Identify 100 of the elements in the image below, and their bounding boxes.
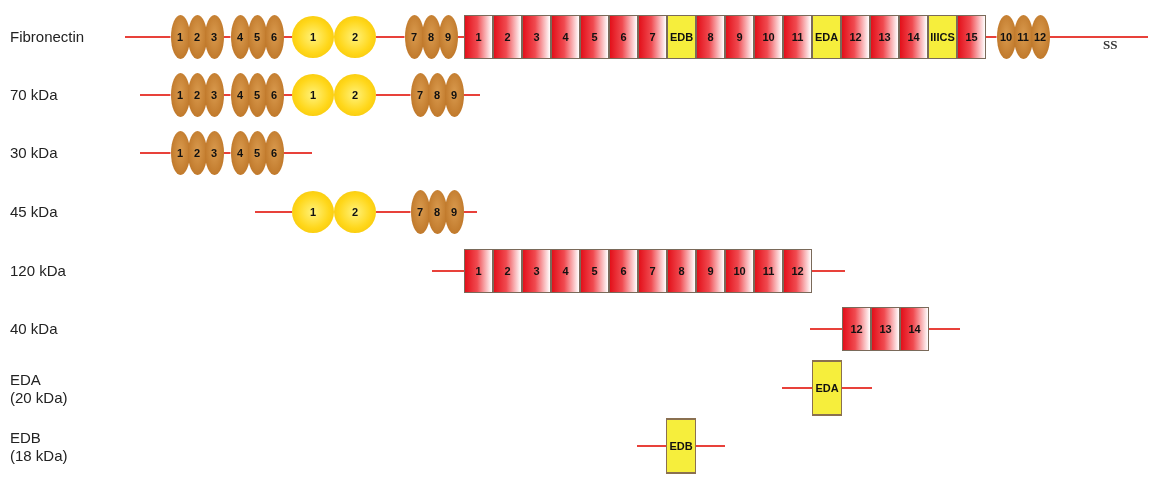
row-label: EDA [10, 371, 42, 389]
domain-box: 9 [696, 249, 725, 293]
row-label: 45 kDa [10, 203, 59, 221]
domain-circle: 1 [292, 16, 334, 58]
connector-line [841, 387, 873, 389]
domain-circle: 2 [334, 191, 376, 233]
domain-oval: 4 [230, 131, 250, 175]
connector-line [1048, 36, 1149, 38]
connector-line [254, 211, 293, 213]
domain-box: EDA [812, 15, 841, 59]
domain-oval: 1 [170, 15, 190, 59]
domain-box: 14 [899, 15, 928, 59]
domain-oval: 4 [230, 73, 250, 117]
domain-box: 4 [551, 249, 580, 293]
connector-line [222, 36, 232, 38]
domain-oval: 7 [410, 73, 430, 117]
row-label: (20 kDa) [10, 389, 69, 407]
domain-oval: 6 [264, 15, 284, 59]
connector-line [375, 211, 412, 213]
connector-line [282, 36, 293, 38]
domain-box: EDB [667, 15, 696, 59]
domain-oval: 6 [264, 131, 284, 175]
domain-box: 11 [783, 15, 812, 59]
row-label: EDB [10, 429, 42, 447]
domain-circle: 2 [334, 16, 376, 58]
connector-line [456, 36, 465, 38]
connector-line [781, 387, 813, 389]
domain-box: 3 [522, 15, 551, 59]
domain-box: 12 [842, 307, 871, 351]
connector-line [985, 36, 998, 38]
connector-line [695, 445, 726, 447]
connector-line [222, 94, 232, 96]
connector-line [811, 270, 846, 272]
domain-oval: 2 [187, 131, 207, 175]
row-label: 70 kDa [10, 86, 59, 104]
domain-oval: 1 [170, 73, 190, 117]
domain-oval: 8 [427, 73, 447, 117]
domain-box: 8 [696, 15, 725, 59]
domain-oval: 9 [444, 190, 464, 234]
row-label: 120 kDa [10, 262, 67, 280]
domain-oval: 2 [187, 15, 207, 59]
connector-line [139, 152, 172, 154]
domain-box: 7 [638, 15, 667, 59]
row-label: 40 kDa [10, 320, 59, 338]
domain-box: 10 [754, 15, 783, 59]
domain-box: 6 [609, 15, 638, 59]
domain-box: 2 [493, 15, 522, 59]
domain-circle: 1 [292, 74, 334, 116]
connector-line [282, 94, 293, 96]
domain-oval: 7 [410, 190, 430, 234]
sequence-label: SS [1103, 37, 1118, 53]
domain-oval: 5 [247, 73, 267, 117]
connector-line [375, 36, 406, 38]
domain-oval: 7 [404, 15, 424, 59]
domain-box: 5 [580, 15, 609, 59]
connector-line [431, 270, 465, 272]
domain-oval: 10 [996, 15, 1016, 59]
connector-line [375, 94, 412, 96]
domain-box: 13 [871, 307, 900, 351]
row-label: 30 kDa [10, 144, 59, 162]
domain-box: EDA [812, 360, 842, 416]
connector-line [282, 152, 313, 154]
connector-line [462, 211, 478, 213]
row-label: Fibronectin [10, 28, 86, 46]
domain-box: EDB [666, 418, 696, 474]
connector-line [139, 94, 172, 96]
domain-box: 4 [551, 15, 580, 59]
domain-oval: 8 [427, 190, 447, 234]
domain-box: 6 [609, 249, 638, 293]
domain-box: IIICS [928, 15, 957, 59]
connector-line [124, 36, 172, 38]
domain-circle: 1 [292, 191, 334, 233]
domain-oval: 2 [187, 73, 207, 117]
domain-box: 12 [783, 249, 812, 293]
connector-line [928, 328, 961, 330]
domain-box: 5 [580, 249, 609, 293]
domain-oval: 5 [247, 131, 267, 175]
domain-oval: 3 [204, 73, 224, 117]
domain-oval: 8 [421, 15, 441, 59]
domain-box: 8 [667, 249, 696, 293]
connector-line [222, 152, 232, 154]
domain-oval: 3 [204, 15, 224, 59]
domain-box: 1 [464, 15, 493, 59]
domain-box: 14 [900, 307, 929, 351]
connector-line [809, 328, 843, 330]
domain-box: 3 [522, 249, 551, 293]
domain-oval: 6 [264, 73, 284, 117]
domain-box: 9 [725, 15, 754, 59]
domain-oval: 3 [204, 131, 224, 175]
domain-oval: 9 [438, 15, 458, 59]
domain-box: 15 [957, 15, 986, 59]
domain-box: 11 [754, 249, 783, 293]
domain-oval: 9 [444, 73, 464, 117]
domain-box: 2 [493, 249, 522, 293]
domain-box: 12 [841, 15, 870, 59]
domain-oval: 1 [170, 131, 190, 175]
domain-box: 7 [638, 249, 667, 293]
row-label: (18 kDa) [10, 447, 69, 465]
domain-box: 1 [464, 249, 493, 293]
domain-box: 13 [870, 15, 899, 59]
